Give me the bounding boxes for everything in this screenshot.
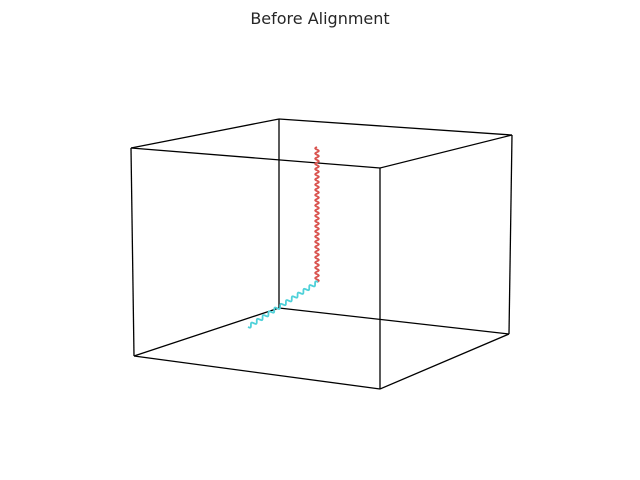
red-helix-line [314,146,320,283]
series-red-helix [314,146,320,283]
box-edge [133,307,280,357]
box-edge [508,134,513,335]
box-edge [130,147,381,169]
box-edge [379,134,513,169]
box-edge [133,355,381,390]
box-edge [379,333,510,390]
chart-title: Before Alignment [250,9,390,28]
bounding-box [130,118,513,390]
box-edge [130,147,135,357]
box-edge [278,307,510,335]
box-edge [278,118,513,136]
box-edge [130,118,280,149]
cyan-helix-line [247,280,319,329]
series-cyan-helix [247,280,319,329]
